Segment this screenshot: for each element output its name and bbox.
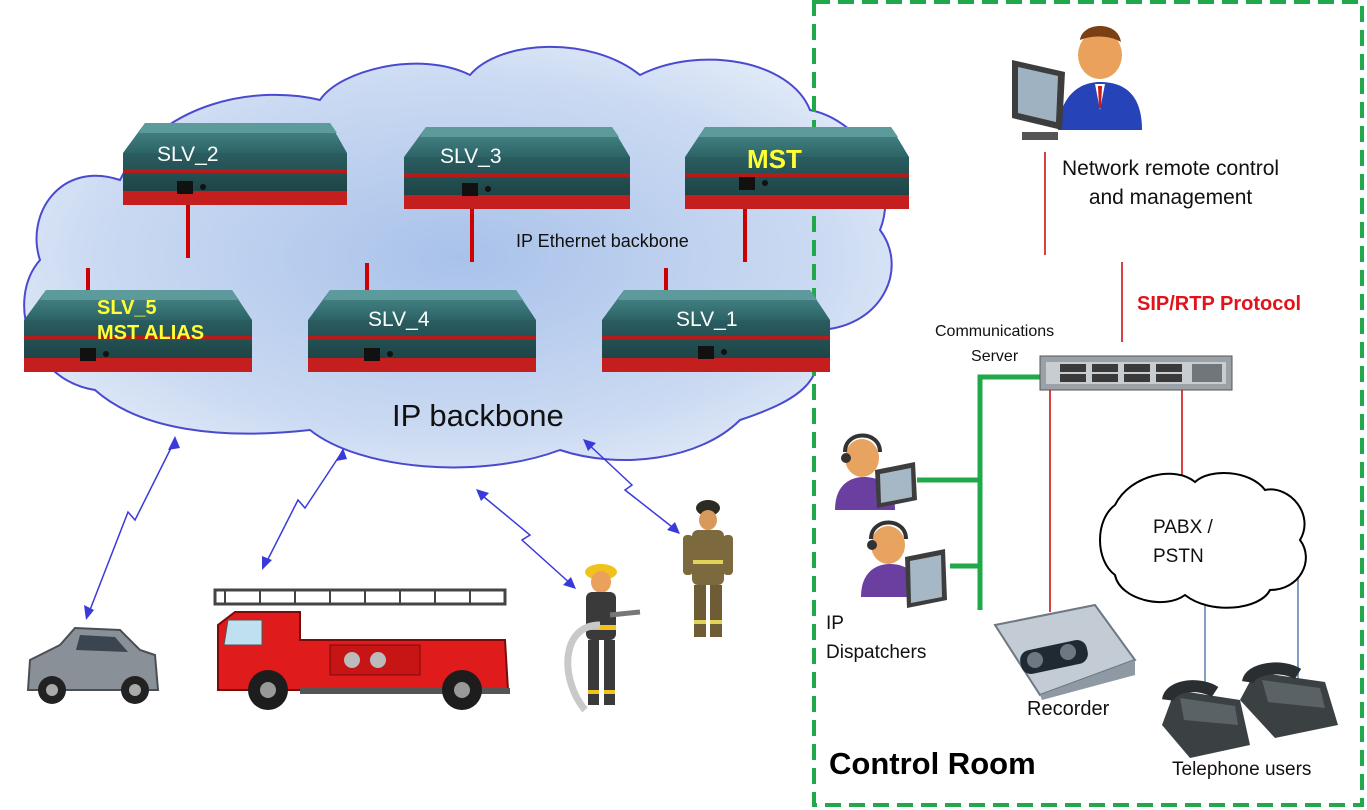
recorder-icon	[993, 603, 1137, 700]
dispatchers-label: IP Dispatchers	[826, 613, 927, 664]
car-icon	[26, 626, 160, 704]
ip-backbone-label: IP backbone	[392, 398, 564, 433]
device-name: SLV_5 MST ALIAS	[97, 297, 205, 344]
device-name: SLV_1	[676, 308, 738, 331]
communications-server	[1039, 355, 1233, 391]
pabx-label: PABX / PSTN	[1153, 517, 1213, 568]
device-slv-5: SLV_5 MST ALIAS	[22, 280, 262, 376]
firefighter-standing-icon	[683, 500, 733, 637]
telephone-icon	[1162, 662, 1338, 758]
radio-arrowheads	[84, 436, 680, 620]
recorder-label: Recorder	[1027, 698, 1110, 720]
network-admin-icon	[1012, 26, 1142, 140]
pabx-cloud	[1099, 472, 1307, 609]
fire-truck-icon	[213, 588, 510, 710]
ethernet-backbone-label: IP Ethernet backbone	[516, 231, 689, 251]
communications-server-label: Communications Server	[935, 323, 1055, 365]
device-mst: MST	[683, 117, 923, 213]
device-slv-2: SLV_2	[115, 113, 355, 209]
device-slv-4: SLV_4	[306, 280, 546, 376]
dispatcher-2-icon	[861, 520, 947, 608]
control-room-title: Control Room	[829, 746, 1036, 781]
sip-protocol-label: SIP/RTP Protocol	[1137, 293, 1302, 315]
dispatcher-1-icon	[835, 433, 917, 510]
device-name: SLV_2	[157, 143, 219, 166]
radio-links	[87, 439, 677, 616]
network-control-label: Network remote control and management	[1062, 157, 1280, 210]
control-links	[1044, 152, 1183, 612]
device-name: SLV_3	[440, 145, 502, 168]
device-slv-1: SLV_1	[600, 280, 840, 376]
device-slv-3: SLV_3	[400, 117, 640, 213]
device-name: MST	[747, 144, 802, 174]
device-name: SLV_4	[368, 308, 430, 331]
firefighter-hose-icon	[564, 564, 641, 713]
telephone-users-label: Telephone users	[1172, 759, 1312, 780]
control-room-border	[812, 0, 1364, 807]
dispatcher-links	[917, 374, 1040, 610]
